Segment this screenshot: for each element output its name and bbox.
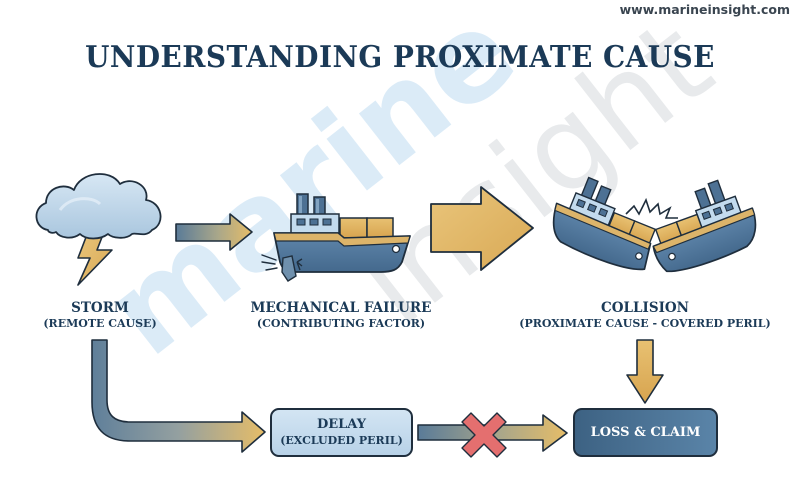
stage-subtitle: (CONTRIBUTING FACTOR) — [256, 317, 426, 330]
stage-title: COLLISION — [601, 300, 689, 316]
elbow-arrow-storm-to-delay — [91, 339, 266, 453]
storm-cloud-lightning-icon — [35, 173, 162, 286]
loss-claim-box: LOSS & CLAIM — [573, 408, 718, 457]
delay-title: DELAY — [316, 417, 367, 432]
page-title: UNDERSTANDING PROXIMATE CAUSE — [85, 40, 715, 75]
arrow-storm-to-mechanical — [175, 213, 253, 251]
stage-title: STORM — [71, 300, 129, 316]
ship-broken-propeller-icon — [261, 193, 411, 282]
site-url: www.marineinsight.com — [619, 2, 790, 17]
stage-title: MECHANICAL FAILURE — [250, 300, 432, 316]
stage-label-mechanical: MECHANICAL FAILURE (CONTRIBUTING FACTOR) — [231, 300, 451, 331]
delay-subtitle: (EXCLUDED PERIL) — [280, 434, 403, 447]
stage-label-storm: STORM (REMOTE CAUSE) — [20, 300, 180, 331]
impact-burst-icon — [625, 197, 678, 219]
delay-box: DELAY (EXCLUDED PERIL) — [270, 408, 413, 457]
stage-label-collision: COLLISION (PROXIMATE CAUSE - COVERED PER… — [515, 300, 775, 331]
loss-claim-title: LOSS & CLAIM — [590, 425, 701, 440]
cloud — [35, 173, 162, 240]
colliding-ships-icon — [552, 176, 757, 273]
down-arrow-collision-to-loss — [626, 339, 664, 404]
large-arrow-mechanical-to-collision — [430, 186, 534, 271]
red-x-icon — [461, 412, 507, 458]
stage-subtitle: (REMOTE CAUSE) — [43, 317, 157, 330]
stage-subtitle: (PROXIMATE CAUSE - COVERED PERIL) — [519, 317, 771, 330]
